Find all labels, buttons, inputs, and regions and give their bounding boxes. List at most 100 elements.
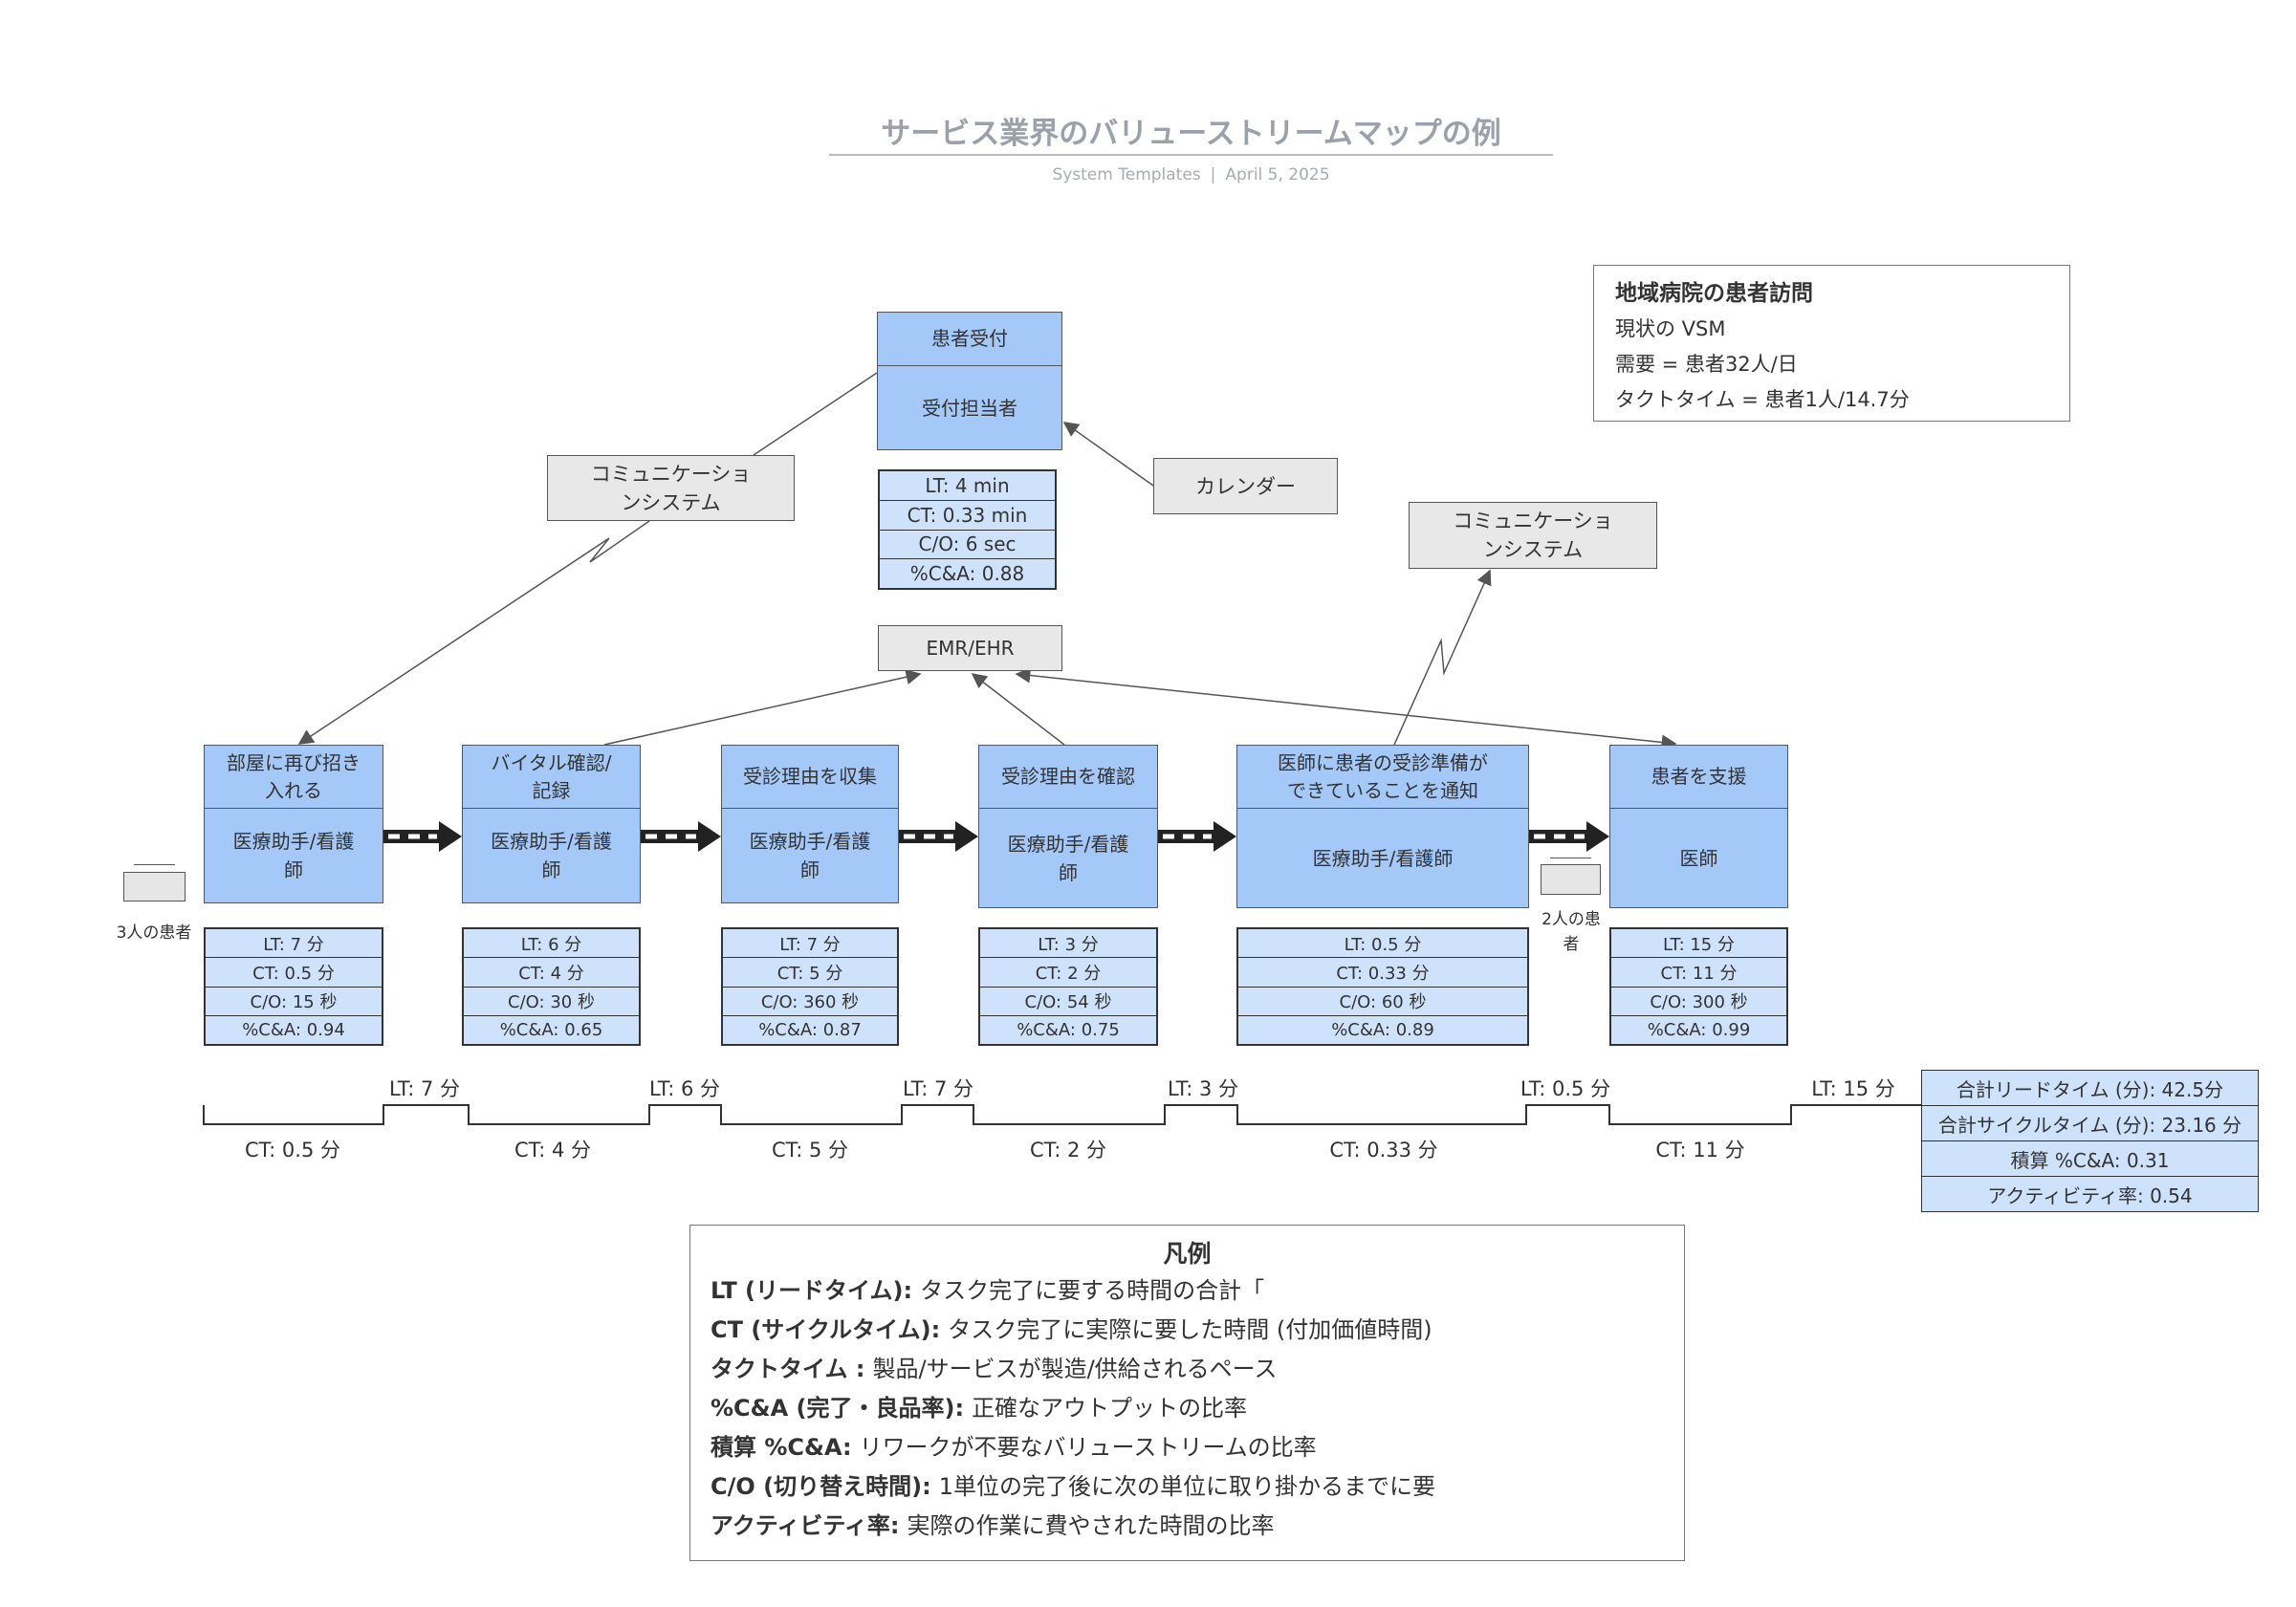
- metric-ca: %C&A: 0.65: [499, 1019, 603, 1040]
- timeline-ct-label: CT: 0.33 分: [1329, 1139, 1438, 1162]
- metric-lt: LT: 3 分: [980, 929, 1156, 959]
- timeline-ladder: [203, 1104, 1921, 1125]
- legend-item: %C&A (完了・良品率):正確なアウトプットの比率: [711, 1389, 1684, 1428]
- author-label: System Templates: [1052, 165, 1201, 185]
- summary-total-cycle-time: 合計サイクルタイム (分): 23.16 分: [1922, 1106, 2258, 1141]
- process-task-label: 部屋に再び招き 入れる: [205, 746, 383, 809]
- queue-label: 3人の患者: [116, 923, 192, 943]
- push-arrow-2-3: [641, 821, 721, 852]
- push-arrow-4-5: [1158, 821, 1236, 852]
- legend-item: LT (リードタイム): タスク完了に要する時間の合計「: [711, 1271, 1684, 1311]
- queue-icon: [1541, 864, 1601, 895]
- legend-definition: 製品/サービスが製造/供給されるペース: [872, 1356, 1278, 1382]
- metric-ca: %C&A: 0.88: [909, 562, 1025, 586]
- process-box-step-5: 医師に患者の受診準備が できていることを通知 医療助手/看護師: [1236, 745, 1529, 908]
- metrics-box-step-6: LT: 15 分 CT: 11 分 C/O: 300 秒 %C&A: 0.99: [1609, 927, 1788, 1046]
- legend-definition: リワークが不要なバリューストリームの比率: [859, 1434, 1317, 1461]
- metrics-box-reception: LT: 4 min CT: 0.33 min C/O: 6 sec %C&A: …: [878, 469, 1057, 590]
- timeline-lt-label: LT: 3 分: [1167, 1077, 1239, 1100]
- scenario-line: 需要 = 患者32人/日: [1615, 353, 1798, 376]
- legend-term: CT (サイクルタイム):: [711, 1316, 941, 1343]
- legend-item: アクティビティ率:実際の作業に費やされた時間の比率: [711, 1507, 1684, 1546]
- queue-icon-top-line: [134, 864, 175, 865]
- push-arrow-5-6: [1529, 821, 1609, 852]
- metric-co: C/O: 360 秒: [723, 988, 897, 1016]
- process-task-label: 受診理由を収集: [722, 746, 898, 809]
- metric-ct: CT: 11 分: [1611, 958, 1786, 988]
- metric-ct: CT: 4 分: [464, 958, 639, 988]
- metric-co: C/O: 15 秒: [206, 988, 382, 1016]
- scenario-line: 現状の VSM: [1615, 317, 1726, 340]
- process-box-step-6: 患者を支援 医師: [1609, 745, 1788, 908]
- process-box-step-2: バイタル確認/ 記録 医療助手/看護 師: [462, 745, 641, 903]
- timeline-lt-label: LT: 6 分: [648, 1077, 721, 1100]
- process-task-label: 患者受付: [878, 313, 1061, 366]
- metric-ca: %C&A: 0.99: [1647, 1019, 1751, 1040]
- timeline-ct-label: CT: 5 分: [772, 1139, 848, 1162]
- metrics-box-step-5: LT: 0.5 分 CT: 0.33 分 C/O: 60 秒 %C&A: 0.8…: [1236, 927, 1529, 1046]
- legend-item: C/O (切り替え時間): 1単位の完了後に次の単位に取り掛かるまでに要: [711, 1467, 1684, 1507]
- metric-lt: LT: 15 分: [1611, 929, 1786, 959]
- legend-definition: 1単位の完了後に次の単位に取り掛かるまでに要: [938, 1473, 1435, 1500]
- queue-label: 2人の患 者: [1542, 910, 1601, 954]
- legend-definition: タスク完了に実際に要した時間 (付加価値時間): [948, 1316, 1432, 1343]
- push-arrow-1-2: [383, 821, 462, 852]
- process-box-step-4: 受診理由を確認 医療助手/看護 師: [978, 745, 1158, 908]
- legend-definition: タスク完了に要する時間の合計「: [920, 1277, 1265, 1304]
- queue-icon: [123, 872, 186, 901]
- metrics-box-step-3: LT: 7 分 CT: 5 分 C/O: 360 秒 %C&A: 0.87: [721, 927, 899, 1046]
- arrow-step4-to-emr: [971, 673, 1065, 746]
- process-task-label: 患者を支援: [1610, 746, 1787, 809]
- electronic-flow-arrow-comm-to-step1: [297, 520, 650, 745]
- process-role-label: 医療助手/看護 師: [749, 830, 871, 881]
- timeline-lt-label: LT: 7 分: [388, 1077, 461, 1100]
- process-task-label: バイタル確認/ 記録: [463, 746, 640, 809]
- legend-term: 積算 %C&A:: [711, 1434, 852, 1461]
- metric-lt: LT: 7 分: [723, 929, 897, 959]
- metric-ct: CT: 0.5 分: [206, 958, 382, 988]
- metric-ca: %C&A: 0.87: [758, 1019, 862, 1040]
- calendar-box: カレンダー: [1153, 458, 1338, 514]
- metric-ct: CT: 5 分: [723, 958, 897, 988]
- legend-definition: 正確なアウトプットの比率: [972, 1395, 1248, 1422]
- metrics-box-step-4: LT: 3 分 CT: 2 分 C/O: 54 秒 %C&A: 0.75: [978, 927, 1158, 1046]
- timeline-ct-label: CT: 0.5 分: [244, 1139, 341, 1162]
- timeline-ct-label: CT: 11 分: [1655, 1139, 1745, 1162]
- metric-ct: CT: 0.33 分: [1238, 958, 1527, 988]
- scenario-info-box: 地域病院の患者訪問 現状の VSM 需要 = 患者32人/日 タクトタイム = …: [1593, 265, 2070, 422]
- arrow-calendar-to-reception: [1062, 422, 1154, 487]
- legend-item: タクトタイム : 製品/サービスが製造/供給されるペース: [711, 1350, 1684, 1389]
- legend-item: CT (サイクルタイム): タスク完了に実際に要した時間 (付加価値時間): [711, 1311, 1684, 1350]
- timeline-ct-label: CT: 4 分: [514, 1139, 591, 1162]
- legend-term: C/O (切り替え時間):: [711, 1473, 931, 1500]
- arrow-emr-to-step6: [1015, 667, 1677, 750]
- connector-comm-to-reception: [753, 372, 878, 456]
- legend-term: LT (リードタイム):: [711, 1277, 913, 1304]
- metric-lt: LT: 7 分: [206, 929, 382, 959]
- timeline-lt-label: LT: 15 分: [1811, 1077, 1895, 1100]
- process-role-label: 医療助手/看護 師: [1007, 832, 1129, 884]
- process-role-label: 受付担当者: [922, 396, 1017, 420]
- process-box-reception: 患者受付 受付担当者: [877, 312, 1062, 450]
- date-label: April 5, 2025: [1225, 165, 1330, 185]
- process-role-label: 医療助手/看護 師: [491, 830, 612, 881]
- metrics-box-step-1: LT: 7 分 CT: 0.5 分 C/O: 15 秒 %C&A: 0.94: [204, 927, 383, 1046]
- metric-co: C/O: 60 秒: [1238, 988, 1527, 1016]
- metric-ca: %C&A: 0.75: [1017, 1019, 1120, 1040]
- push-arrow-3-4: [899, 821, 978, 852]
- legend-box: 凡例 LT (リードタイム):タスク完了に要する時間の合計「 CT (サイクルタ…: [689, 1225, 1685, 1561]
- summary-activity-ratio: アクティビティ率: 0.54: [1987, 1184, 2193, 1207]
- metric-co: C/O: 300 秒: [1611, 988, 1786, 1016]
- summary-rolled-ca: 積算 %C&A: 0.31: [1922, 1141, 2258, 1177]
- legend-term: タクトタイム :: [711, 1356, 865, 1382]
- scenario-title: 地域病院の患者訪問: [1615, 281, 1813, 306]
- legend-item: 積算 %C&A: リワークが不要なバリューストリームの比率: [711, 1428, 1684, 1467]
- scenario-line: タクトタイム = 患者1人/14.7分: [1615, 388, 1910, 411]
- process-role-label: 医療助手/看護 師: [232, 830, 355, 881]
- metric-ca: %C&A: 0.94: [242, 1019, 345, 1040]
- metric-co: C/O: 54 秒: [980, 988, 1156, 1016]
- metric-co: C/O: 6 sec: [880, 531, 1055, 560]
- timeline-lt-label: LT: 7 分: [902, 1077, 974, 1100]
